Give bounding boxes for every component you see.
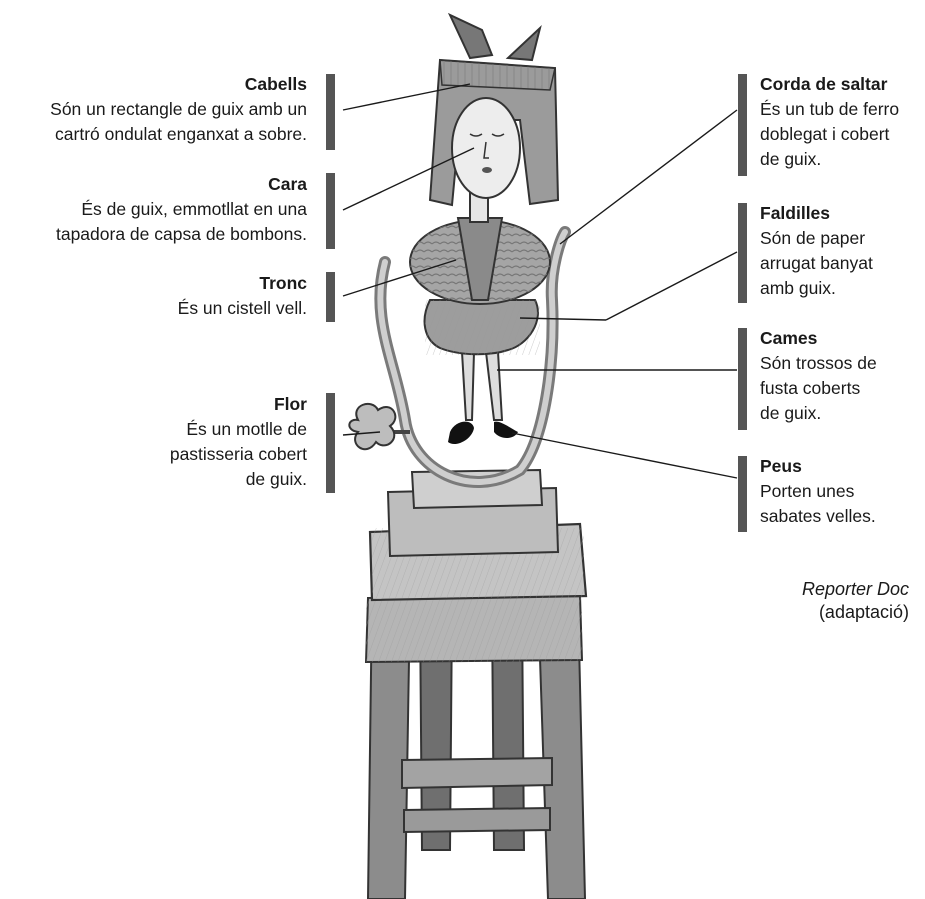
callout-desc-line: És un tub de ferro (760, 97, 899, 122)
callout-bar (738, 328, 747, 430)
callout-title: Corda de saltar (760, 72, 899, 97)
callout-desc-line: És un motlle de (170, 417, 307, 442)
callout-flor: Flor És un motlle de pastisseria cobert … (170, 392, 307, 492)
callout-desc-line: de guix. (760, 401, 877, 426)
callout-desc-line: amb guix. (760, 276, 873, 301)
callout-desc-line: És de guix, emmotllat en una (56, 197, 307, 222)
callout-title: Cara (56, 172, 307, 197)
stool (366, 524, 586, 899)
callout-desc-line: doblegat i cobert (760, 122, 899, 147)
leader-peus (512, 433, 737, 478)
callout-desc-line: arrugat banyat (760, 251, 873, 276)
callout-desc-line: cartró ondulat enganxat a sobre. (50, 122, 307, 147)
callout-title: Tronc (178, 271, 307, 296)
callout-cara: Cara És de guix, emmotllat en una tapado… (56, 172, 307, 247)
callout-tronc: Tronc És un cistell vell. (178, 271, 307, 321)
callout-bar (326, 74, 335, 150)
callout-desc-line: Són de paper (760, 226, 873, 251)
callout-title: Faldilles (760, 201, 873, 226)
callout-bar (326, 393, 335, 493)
callout-corda: Corda de saltar És un tub de ferro doble… (760, 72, 899, 172)
torso (410, 218, 550, 304)
callout-cames: Cames Són trossos de fusta coberts de gu… (760, 326, 877, 426)
callout-title: Cames (760, 326, 877, 351)
callout-title: Flor (170, 392, 307, 417)
callout-desc-line: És un cistell vell. (178, 296, 307, 321)
credit-note: (adaptació) (802, 601, 909, 624)
callout-desc-line: fusta coberts (760, 376, 877, 401)
callout-desc-line: Porten unes (760, 479, 876, 504)
callout-bar (326, 272, 335, 322)
callout-bar (738, 74, 747, 176)
skirt (425, 300, 540, 355)
callout-peus: Peus Porten unes sabates velles. (760, 454, 876, 529)
callout-desc-line: pastisseria cobert (170, 442, 307, 467)
callout-bar (738, 203, 747, 303)
source-credit: Reporter Doc (adaptació) (802, 578, 909, 624)
callout-desc-line: sabates velles. (760, 504, 876, 529)
callout-desc-line: Són trossos de (760, 351, 877, 376)
callout-desc-line: Són un rectangle de guix amb un (50, 97, 307, 122)
callout-title: Cabells (50, 72, 307, 97)
leader-faldilles (606, 252, 737, 320)
callout-title: Peus (760, 454, 876, 479)
callout-desc-line: de guix. (170, 467, 307, 492)
callout-desc-line: de guix. (760, 147, 899, 172)
face (452, 98, 520, 198)
figure-legs (448, 352, 518, 444)
callout-desc-line: tapadora de capsa de bombons. (56, 222, 307, 247)
credit-source: Reporter Doc (802, 578, 909, 601)
callout-bar (326, 173, 335, 249)
callout-faldilles: Faldilles Són de paper arrugat banyat am… (760, 201, 873, 301)
callout-bar (738, 456, 747, 532)
leader-corda (560, 110, 737, 244)
callout-cabells: Cabells Són un rectangle de guix amb un … (50, 72, 307, 147)
